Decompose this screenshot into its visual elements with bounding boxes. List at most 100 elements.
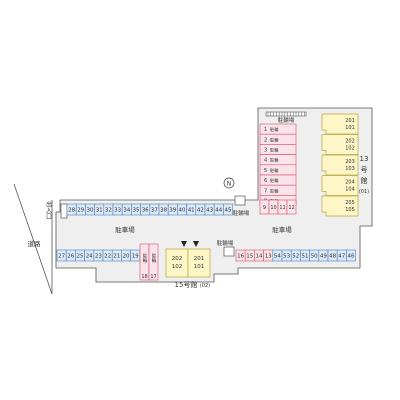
space-47-label: 47 xyxy=(338,254,345,260)
space-1-label: 1 xyxy=(264,127,267,133)
building-13-unit-lower: 102 xyxy=(345,146,355,152)
space-43-label: 43 xyxy=(206,208,213,214)
space-48-label: 48 xyxy=(329,254,336,260)
space-30-label: 30 xyxy=(87,208,94,214)
building-13-sub: (01) xyxy=(359,189,369,195)
entrance-triangle-2 xyxy=(193,241,199,247)
moto-space-17: 駐輪 17 xyxy=(148,243,159,281)
space-37-label: 37 xyxy=(151,208,158,214)
space-1-type: 駐輪 xyxy=(270,126,279,133)
moto-space-17-type: 駐輪 xyxy=(151,252,156,264)
north-arrow: N xyxy=(223,177,235,189)
space-51-label: 51 xyxy=(302,254,309,260)
space-26: 26 xyxy=(65,249,76,262)
building-13-unit-shape xyxy=(321,175,359,196)
space-32: 32 xyxy=(103,203,114,216)
space-2-type: 駐輪 xyxy=(270,136,279,143)
space-6-type: 駐輪 xyxy=(270,177,279,184)
bike-rack-top xyxy=(265,111,307,117)
space-53-label: 53 xyxy=(283,254,290,260)
moto-space-17-label: 17 xyxy=(150,274,156,280)
space-35: 35 xyxy=(131,203,141,216)
space-11: 11 xyxy=(277,199,288,215)
space-16-label: 16 xyxy=(237,254,244,260)
moto-space-18-label: 18 xyxy=(141,274,147,280)
space-45: 45 xyxy=(223,203,233,216)
space-24-label: 24 xyxy=(86,254,93,260)
bike-parking-bottom-box xyxy=(223,246,235,257)
space-54-label: 54 xyxy=(274,254,281,260)
space-46-label: 46 xyxy=(348,254,355,260)
building-13-unit-shape xyxy=(321,154,359,176)
space-54: 54 xyxy=(272,249,283,262)
space-27-label: 27 xyxy=(58,254,65,260)
space-34-label: 34 xyxy=(123,208,130,214)
space-9-label: 9 xyxy=(263,205,266,211)
space-46: 46 xyxy=(346,249,356,262)
space-36: 36 xyxy=(140,203,151,216)
building-13-unit-upper: 202 xyxy=(345,139,355,145)
space-41: 41 xyxy=(186,203,197,216)
space-21-label: 21 xyxy=(113,254,120,260)
space-10-label: 10 xyxy=(270,205,276,211)
space-29-label: 29 xyxy=(77,208,84,214)
space-26-label: 26 xyxy=(67,254,74,260)
building-15-unit-upper: 202 xyxy=(172,256,183,262)
space-12: 12 xyxy=(286,199,297,215)
space-45-label: 45 xyxy=(225,208,232,214)
building-13-unit-shape xyxy=(321,134,359,155)
building-15-unit-lower: 101 xyxy=(194,264,205,270)
building-15-unit-upper: 201 xyxy=(194,256,205,262)
space-39: 39 xyxy=(167,203,178,216)
bike-parking-mid-box xyxy=(234,195,246,206)
entrance-label: 出入口 xyxy=(45,200,52,220)
building-13-unit-upper: 201 xyxy=(345,118,355,124)
space-6-label: 6 xyxy=(264,178,267,184)
space-19: 19 xyxy=(130,249,141,262)
space-4-type: 駐輪 xyxy=(270,157,279,164)
building-15-unit-lower: 102 xyxy=(172,264,183,270)
space-31: 31 xyxy=(94,203,105,216)
space-35-label: 35 xyxy=(133,208,140,214)
space-38-label: 38 xyxy=(160,208,167,214)
space-5-label: 5 xyxy=(264,168,267,174)
bike-parking-top-label: 駐輪場 xyxy=(278,116,295,124)
space-16: 16 xyxy=(235,249,246,262)
building-13-unit-shape xyxy=(321,195,359,217)
space-48: 48 xyxy=(327,249,338,262)
space-4-label: 4 xyxy=(264,158,267,164)
space-36-label: 36 xyxy=(142,208,149,214)
bike-parking-mid-label: 駐輪場 xyxy=(233,209,250,217)
space-38: 38 xyxy=(158,203,169,216)
space-12-label: 12 xyxy=(288,205,294,211)
space-33-label: 33 xyxy=(114,208,121,214)
building-13-name-1: 13 xyxy=(360,155,369,163)
road-label: 道路 xyxy=(28,239,42,248)
space-28: 28 xyxy=(66,203,77,216)
space-20: 20 xyxy=(121,249,131,262)
space-7-type: 駐輪 xyxy=(270,187,279,194)
space-29: 29 xyxy=(75,203,86,216)
space-49: 49 xyxy=(318,249,329,262)
space-37: 37 xyxy=(149,203,160,216)
bike-parking-bottom-label: 駐輪場 xyxy=(217,239,234,247)
space-10: 10 xyxy=(268,199,279,215)
building-13-name-3: 館 xyxy=(361,176,368,185)
parking-label-right: 駐車場 xyxy=(272,225,292,234)
